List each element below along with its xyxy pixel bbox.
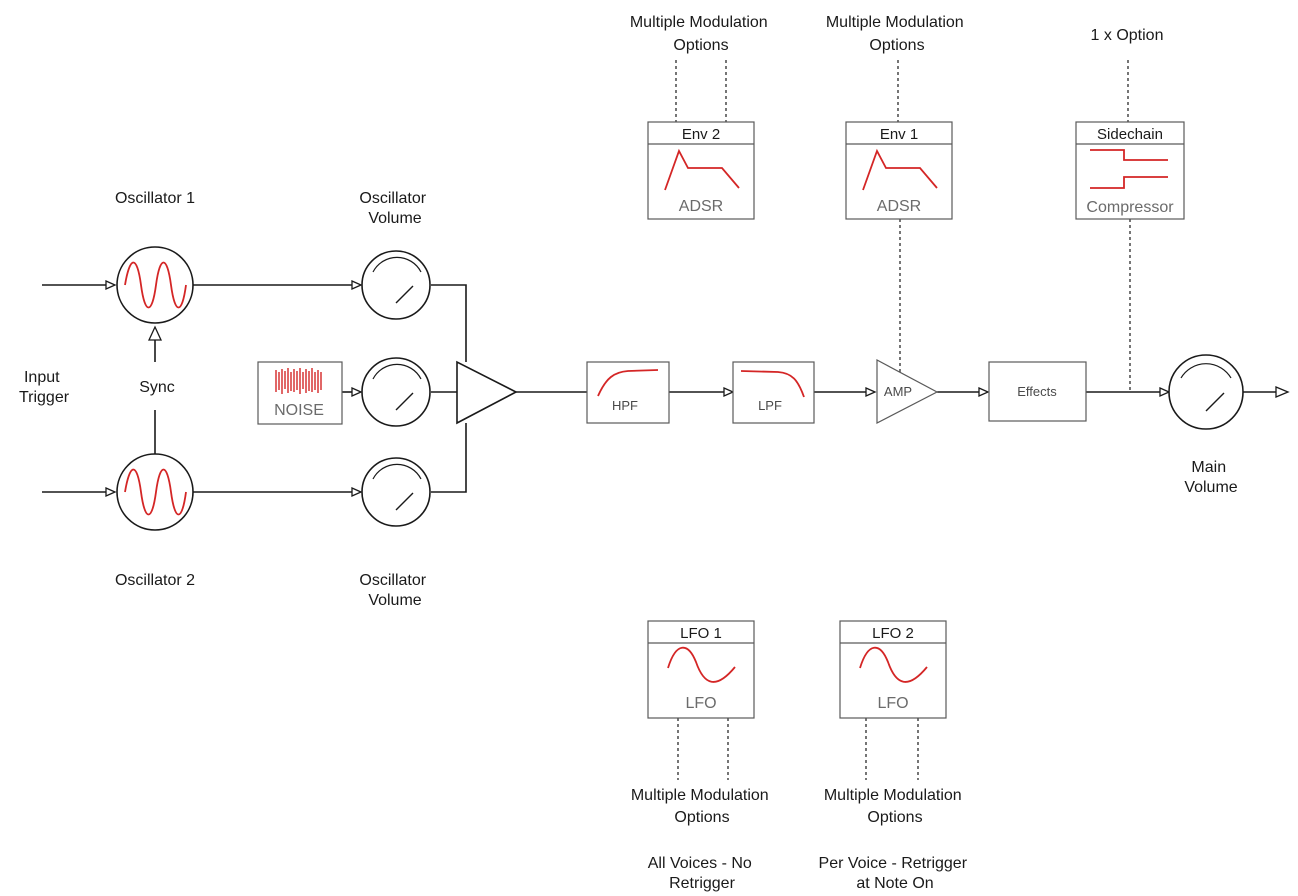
amp-label: AMP (884, 384, 912, 399)
signal-wires (42, 279, 1290, 498)
amp-block[interactable]: AMP (876, 359, 939, 424)
lfo2-box[interactable]: LFO 2 LFO (839, 620, 947, 719)
lfo1-box[interactable]: LFO 1 LFO (647, 620, 755, 719)
knob-dial-icon (372, 463, 422, 480)
sidechain-box[interactable]: Sidechain Compressor (1075, 121, 1185, 220)
sidechain-caption: 1 x Option (1091, 27, 1164, 44)
sync-label: Sync (139, 379, 175, 396)
modulation-lines (675, 60, 1131, 780)
effects-label: Effects (1017, 384, 1057, 399)
env2-caption: Multiple Modulation Options (630, 14, 772, 54)
lfo1-sub: LFO (685, 695, 716, 712)
lfo2-note: Per Voice - Retrigger at Note On (819, 855, 972, 892)
knob-dial-icon (1180, 363, 1232, 379)
env2-title: Env 2 (682, 126, 720, 143)
env2-sub: ADSR (679, 198, 723, 215)
sine-wave-icon (124, 468, 187, 516)
lfo1-note: All Voices - No Retrigger (648, 855, 757, 892)
lfo2-caption: Multiple Modulation Options (824, 787, 966, 826)
noise-volume-knob[interactable] (361, 357, 431, 427)
oscillator-1[interactable] (116, 246, 194, 324)
oscillator-1-label: Oscillator 1 (115, 190, 195, 207)
env1-sub: ADSR (877, 198, 921, 215)
knob-dial-icon (372, 256, 422, 273)
sine-wave-icon (124, 261, 187, 309)
noise-generator[interactable]: NOISE (257, 361, 343, 425)
lfo2-title: LFO 2 (872, 625, 914, 642)
highpass-curve-icon (597, 369, 659, 397)
knob-dial-icon (372, 363, 422, 380)
adsr-envelope-icon (862, 148, 938, 191)
sidechain-title: Sidechain (1097, 126, 1163, 143)
noise-label: NOISE (274, 402, 324, 419)
main-volume-label: Main Volume (1184, 459, 1237, 496)
triangle-amplifier-icon (456, 360, 518, 425)
compressor-step-icon (1090, 149, 1168, 189)
oscillator-volume-top-label: Oscillator Volume (359, 190, 430, 227)
oscillator-1-volume-knob[interactable] (361, 250, 431, 320)
lfo1-title: LFO 1 (680, 625, 722, 642)
effects-block[interactable]: Effects (988, 361, 1087, 422)
lfo2-sub: LFO (877, 695, 908, 712)
oscillator-volume-bottom-label: Oscillator Volume (359, 572, 430, 609)
hpf-label: HPF (612, 398, 638, 413)
lfo-sine-icon (667, 646, 736, 683)
sidechain-sub: Compressor (1086, 199, 1174, 216)
main-volume-knob[interactable] (1168, 354, 1244, 430)
lpf-label: LPF (758, 398, 782, 413)
lpf-filter[interactable]: LPF (732, 361, 815, 424)
oscillator-2-volume-knob[interactable] (361, 457, 431, 527)
lowpass-curve-icon (740, 370, 805, 398)
input-trigger-label: Input Trigger (19, 369, 70, 406)
adsr-envelope-icon (664, 148, 740, 191)
lfo-sine-icon (859, 646, 928, 683)
env1-caption: Multiple Modulation Options (826, 14, 968, 54)
oscillator-2[interactable] (116, 453, 194, 531)
env1-box[interactable]: Env 1 ADSR (845, 121, 953, 220)
noise-waveform-icon (275, 368, 322, 394)
env2-box[interactable]: Env 2 ADSR (647, 121, 755, 220)
lfo1-caption: Multiple Modulation Options (631, 787, 773, 826)
hpf-filter[interactable]: HPF (586, 361, 670, 424)
env1-title: Env 1 (880, 126, 918, 143)
oscillator-2-label: Oscillator 2 (115, 572, 195, 589)
